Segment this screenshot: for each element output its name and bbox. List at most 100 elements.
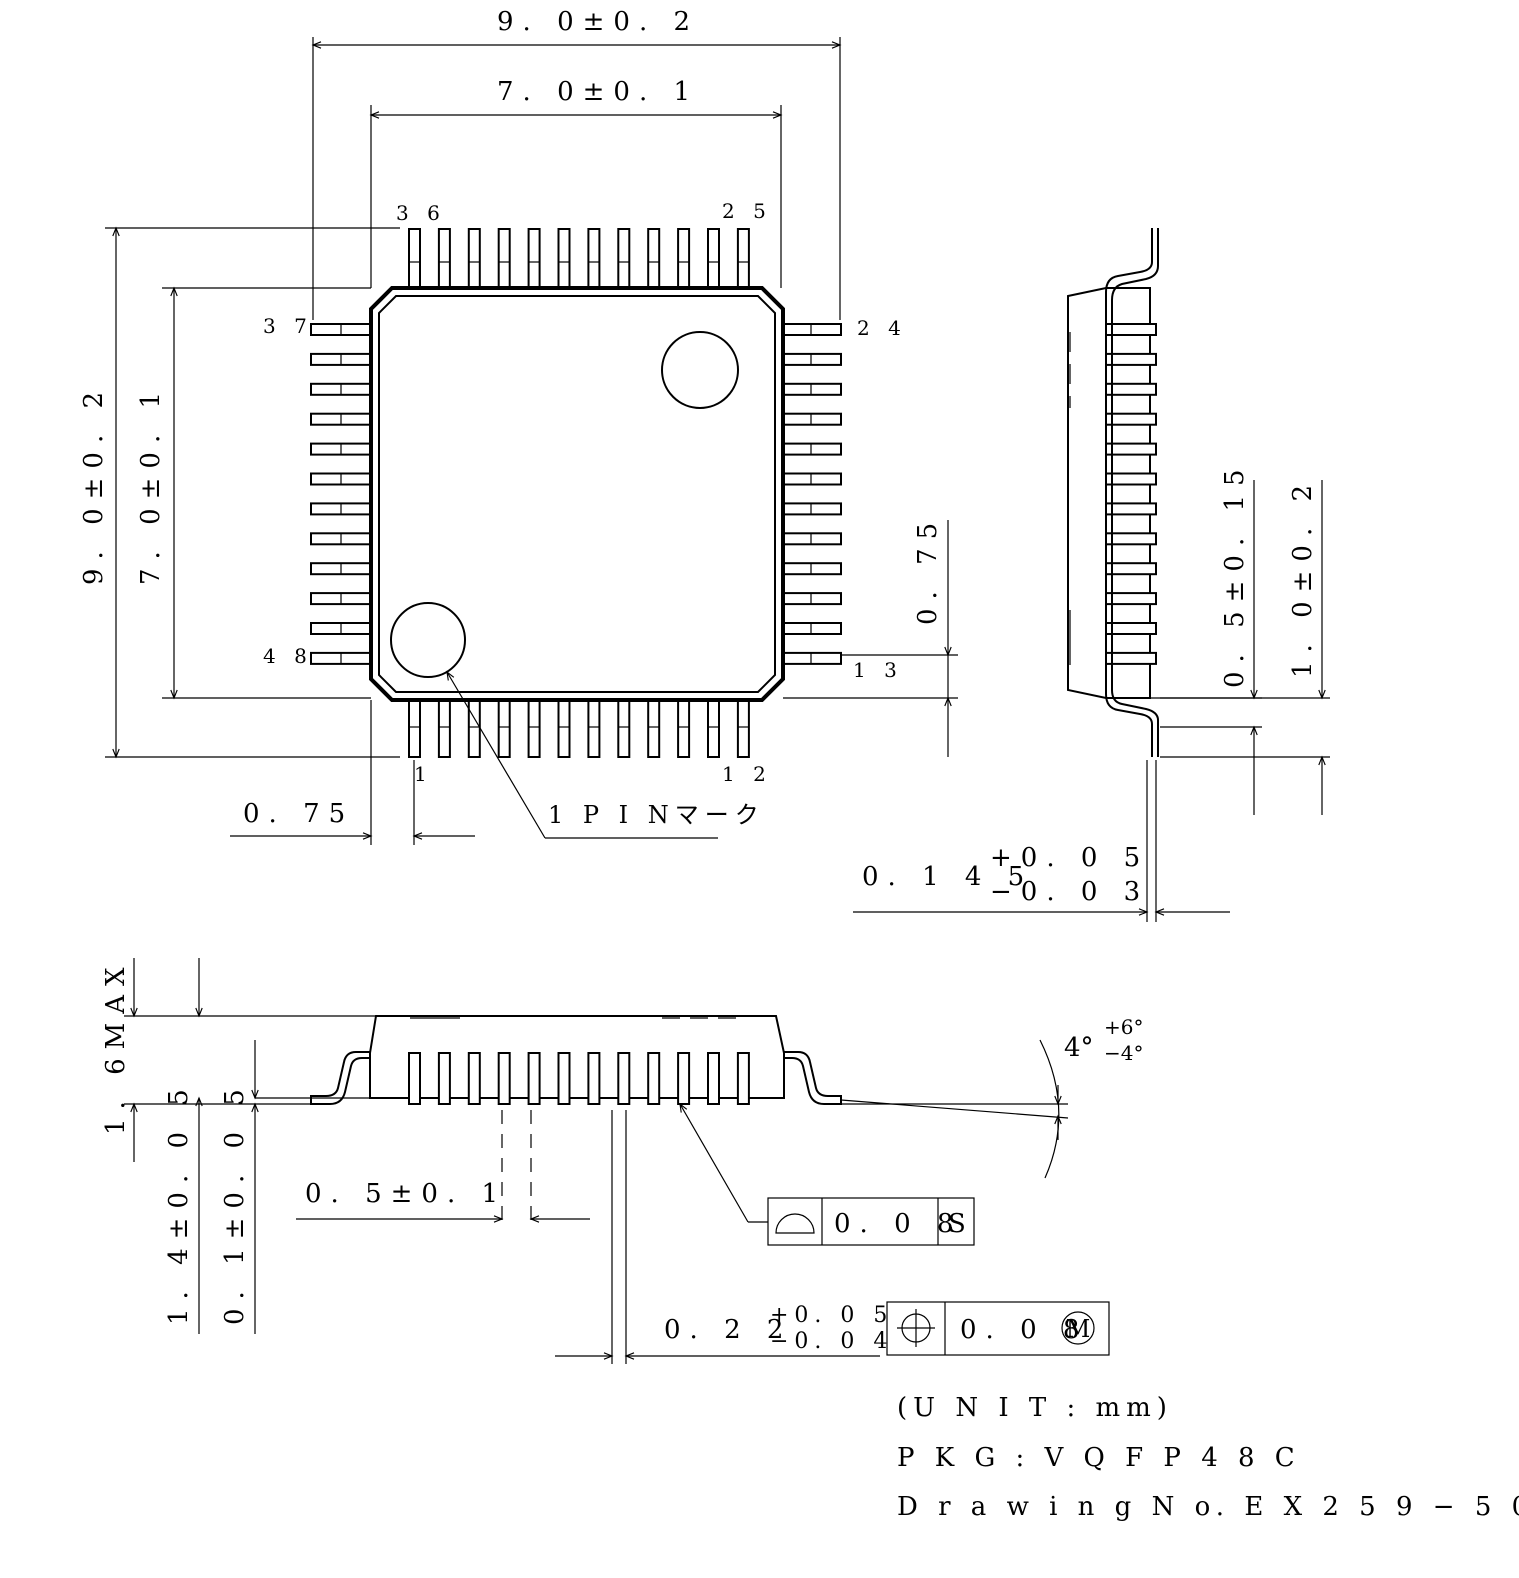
lead: [437, 228, 451, 290]
pin-number-13: 1 3: [853, 658, 903, 682]
lead: [617, 228, 631, 290]
lead: [1105, 412, 1157, 426]
lead: [677, 698, 691, 758]
drawing-number: D r a w i n g N o. E X 2 5 9 − 5 0 0 1 −…: [897, 1492, 1519, 1522]
pin-number-36: 3 6: [396, 201, 446, 225]
lead: [736, 698, 750, 758]
profile-surface-symbol-icon: [775, 1213, 815, 1234]
lead-pitch-dimension: 0. 5±0. 1: [305, 1179, 507, 1209]
ejector-pin-mark: [661, 331, 739, 409]
lead: [677, 228, 691, 290]
pin1-indicator-circle: [390, 602, 466, 678]
lead-foot-length-dimension: 0. 5±0. 15: [1220, 460, 1250, 688]
lead: [557, 1052, 571, 1105]
lead: [1105, 352, 1157, 366]
lead-extension-dimension-right: 0. 75: [913, 514, 943, 625]
lead: [467, 1052, 481, 1105]
pin-number-48: 4 8: [263, 644, 313, 668]
lead: [736, 1052, 750, 1105]
lead: [408, 698, 421, 758]
lead-thickness-dimension: 0. 1 4 5: [862, 862, 1033, 892]
lead-total-length-dimension: 1. 0±0. 2: [1288, 476, 1318, 678]
lead: [1105, 442, 1157, 456]
mmc-modifier-icon: [1061, 1311, 1095, 1345]
lead: [408, 228, 421, 290]
leads-side-front: [408, 1052, 750, 1105]
lead: [437, 698, 451, 758]
top-view: 9. 0±0. 2 7. 0±0. 1 9. 0±0. 2 7. 0±0. 1 …: [79, 7, 958, 845]
overall-height-dimension: 9. 0±0. 2: [79, 383, 109, 585]
lead: [1105, 323, 1157, 336]
lead: [1105, 472, 1157, 486]
max-height-dimension: 1. 6MAX: [101, 958, 131, 1135]
lead: [617, 698, 631, 758]
lead: [497, 1052, 511, 1105]
lead: [467, 228, 481, 290]
overall-width-dimension: 9. 0±0. 2: [497, 7, 699, 37]
position-tolerance-frame: [886, 1301, 1110, 1356]
body-height-dimension: 7. 0±0. 1: [136, 383, 166, 585]
package-name: P K G : V Q F P 4 8 C: [897, 1443, 1301, 1473]
lead: [497, 228, 511, 290]
lead-extension-dimension-bottom: 0. 75: [243, 799, 354, 829]
pin-number-24: 2 4: [857, 316, 907, 340]
leads-bottom-side: [408, 698, 750, 758]
coplanarity-tolerance-frame: [767, 1197, 975, 1246]
lead: [587, 228, 601, 290]
lead-thickness-tolerance-minus: −0. 0 3: [990, 877, 1149, 907]
package-body-inner: [378, 295, 776, 693]
lead: [707, 228, 720, 290]
lead: [497, 698, 511, 758]
mmc-modifier-letter: M: [1066, 1315, 1091, 1343]
lead: [557, 698, 571, 758]
side-view-right: 0. 5±0. 15 1. 0±0. 2 0. 1 4 5 +0. 0 5 −0…: [853, 228, 1330, 922]
lead: [1105, 592, 1157, 606]
lead: [617, 1052, 631, 1105]
lead: [707, 1052, 720, 1105]
lead: [707, 698, 720, 758]
lead-angle-tolerance-plus: +6°: [1104, 1015, 1143, 1039]
body-thickness-dimension: 1. 4±0. 0 5: [164, 1080, 194, 1325]
body-width-dimension: 7. 0±0. 1: [497, 77, 699, 107]
pin-number-12: 1 2: [722, 762, 772, 786]
side-body-front: [369, 1015, 785, 1099]
coplanarity-tolerance-value: 0. 0 8: [834, 1209, 962, 1239]
leads-side-right: [1105, 323, 1157, 665]
lead: [1105, 532, 1157, 546]
unit-note: (U N I T : mm): [897, 1393, 1173, 1423]
lead: [736, 228, 750, 290]
pin-number-1: 1: [414, 762, 433, 786]
side-view-front: 1. 6MAX 1. 4±0. 0 5 0. 1±0. 0 5 0. 5±0. …: [101, 958, 1143, 1364]
leads-left-side: [310, 323, 373, 665]
lead-width-tolerance-plus: +0. 0 5: [770, 1303, 893, 1328]
leads-top-side: [408, 228, 750, 290]
side-lead-profile: [1105, 228, 1153, 757]
lead: [647, 698, 661, 758]
lead: [587, 698, 601, 758]
lead: [647, 228, 661, 290]
leads-right-side: [781, 323, 842, 665]
position-tolerance-value: 0. 0 8: [960, 1315, 1088, 1345]
lead: [1105, 382, 1157, 396]
lead: [527, 228, 541, 290]
package-body-outer: [369, 286, 785, 702]
side-body-right: [1067, 287, 1151, 699]
lead: [1105, 651, 1157, 665]
lead: [1105, 502, 1157, 516]
lead: [1105, 622, 1157, 635]
lead: [647, 1052, 661, 1105]
lead: [677, 1052, 691, 1105]
lead-thickness-tolerance-plus: +0. 0 5: [990, 843, 1149, 873]
lead: [527, 1052, 541, 1105]
lead: [557, 228, 571, 290]
lead-width-tolerance-minus: −0. 0 4: [770, 1329, 893, 1354]
pin1-mark-label: 1 P I Nマーク: [548, 801, 765, 829]
lead-angle-dimension: 4°: [1064, 1033, 1094, 1063]
lead-width-dimension: 0. 2 2: [664, 1315, 792, 1345]
coplanarity-datum-label: S: [948, 1209, 966, 1239]
drawing-notes: (U N I T : mm) P K G : V Q F P 4 8 C D r…: [897, 1393, 1519, 1522]
lead: [467, 698, 481, 758]
pin-number-37: 3 7: [263, 314, 313, 338]
lead: [408, 1052, 421, 1105]
